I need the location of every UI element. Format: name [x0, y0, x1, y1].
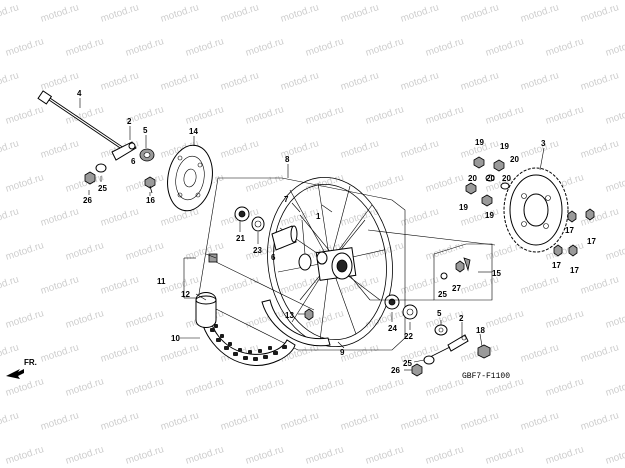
- callout-19: 19: [500, 142, 509, 151]
- wheel-hub[interactable]: [298, 247, 357, 281]
- callout-23: 23: [253, 246, 262, 255]
- bearing-right[interactable]: [384, 294, 400, 310]
- callout-12: 12: [181, 290, 190, 299]
- valve-stem-nut[interactable]: [304, 308, 314, 321]
- callout-27: 27: [452, 284, 461, 293]
- callout-19: 19: [475, 138, 484, 147]
- callout-14: 14: [189, 127, 198, 136]
- callout-4: 4: [77, 89, 82, 98]
- collar-right[interactable]: [434, 324, 448, 336]
- callout-17: 17: [587, 237, 596, 246]
- sprocket-bolts[interactable]: [553, 208, 595, 257]
- callout-25: 25: [438, 290, 447, 299]
- callout-19: 19: [459, 203, 468, 212]
- callout-24: 24: [388, 324, 397, 333]
- washer-top-left[interactable]: [95, 163, 107, 173]
- callout-19: 19: [485, 211, 494, 220]
- leader-lines: [79, 98, 545, 371]
- callout-17: 17: [552, 261, 561, 270]
- callout-9: 9: [340, 348, 345, 357]
- callout-20: 20: [510, 155, 519, 164]
- callout-25: 25: [98, 184, 107, 193]
- callout-labels: 4 2 5 14 8 3 19 19 20 20 20 20 19 19 6 2…: [77, 89, 596, 375]
- nut-bottom[interactable]: [411, 363, 423, 377]
- sprocket-nuts[interactable]: [465, 156, 510, 207]
- bearing-left[interactable]: [234, 206, 250, 222]
- callout-13: 13: [285, 311, 294, 320]
- washer-bottom[interactable]: [423, 355, 435, 365]
- disc-bolt[interactable]: [144, 176, 156, 194]
- callout-18: 18: [476, 326, 485, 335]
- callout-20: 20: [468, 174, 477, 183]
- brake-disc[interactable]: [163, 142, 218, 215]
- callout-5: 5: [143, 126, 148, 135]
- callout-22: 22: [404, 332, 413, 341]
- collar-left[interactable]: [139, 148, 155, 162]
- axle-nut[interactable]: [477, 344, 491, 359]
- callout-6: 6: [131, 157, 136, 166]
- callout-16: 16: [146, 196, 155, 205]
- callout-2: 2: [459, 314, 464, 323]
- nut-top-left[interactable]: [84, 171, 96, 185]
- direction-label: FR.: [24, 358, 37, 367]
- sprocket-nut-small[interactable]: [440, 257, 471, 280]
- callout-11: 11: [157, 277, 166, 286]
- callout-10: 10: [171, 334, 180, 343]
- wheel-assembly-outline: [197, 177, 406, 351]
- dust-seal-left[interactable]: [251, 216, 265, 232]
- dust-seal-right[interactable]: [402, 304, 418, 320]
- callout-21: 21: [236, 234, 245, 243]
- callout-20: 20: [502, 174, 511, 183]
- distance-collar[interactable]: [271, 225, 298, 251]
- tube-valve-cap[interactable]: [208, 253, 218, 263]
- diagram-code: GBF7-F1100: [462, 372, 510, 381]
- callout-25: 25: [403, 359, 412, 368]
- driven-sprocket[interactable]: [503, 167, 569, 253]
- callout-15: 15: [492, 269, 501, 278]
- callout-26: 26: [83, 196, 92, 205]
- callout-20: 20: [486, 174, 495, 183]
- rim-band[interactable]: [261, 299, 331, 347]
- callout-2: 2: [127, 117, 132, 126]
- axle[interactable]: [37, 90, 129, 154]
- callout-3: 3: [541, 139, 546, 148]
- front-direction-arrow: FR.: [6, 358, 37, 379]
- axle-adjuster-plate-top[interactable]: [111, 141, 137, 161]
- callout-5: 5: [437, 309, 442, 318]
- callout-7: 7: [284, 195, 289, 204]
- callout-17: 17: [565, 226, 574, 235]
- callout-26: 26: [391, 366, 400, 375]
- callout-6: 6: [271, 253, 276, 262]
- callout-1: 1: [316, 212, 321, 221]
- tube[interactable]: [195, 292, 217, 328]
- callout-17: 17: [570, 266, 579, 275]
- callout-8: 8: [285, 155, 290, 164]
